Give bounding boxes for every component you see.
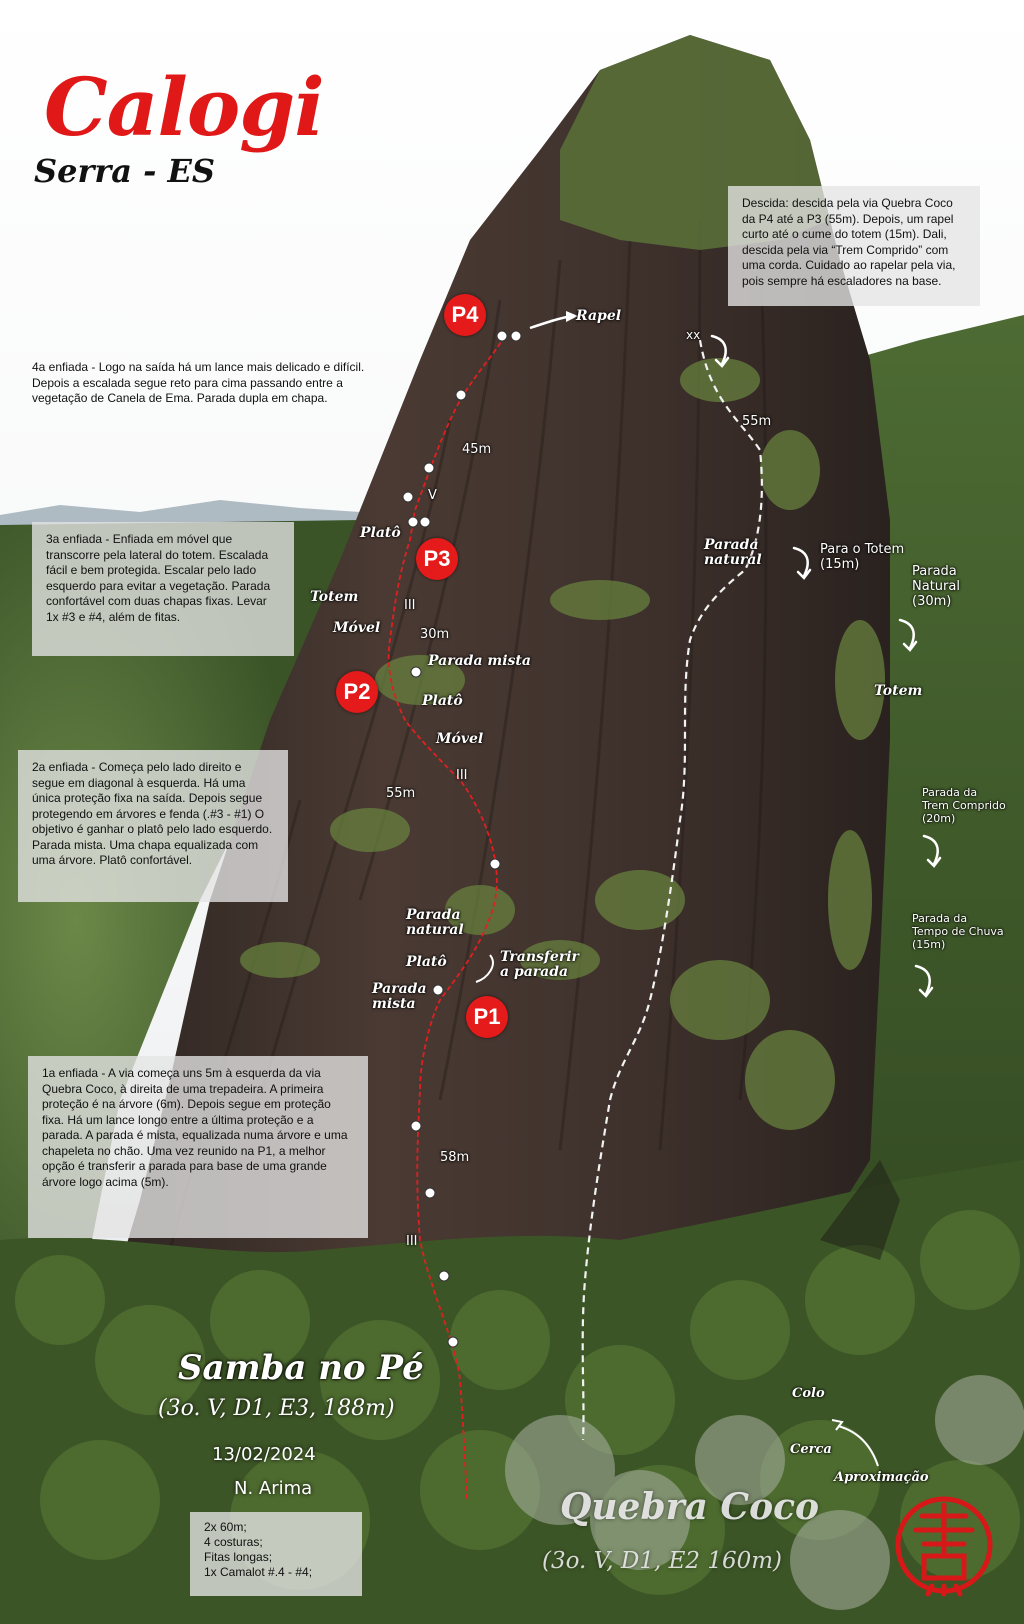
label-totem-right: Totem [874, 683, 923, 699]
pitch-2-description: 2a enfiada - Começa pelo lado direito e … [18, 750, 288, 902]
grade-iii-a: III [404, 598, 416, 613]
pitch-1-description: 1a enfiada - A via começa uns 5m à esque… [28, 1056, 368, 1238]
label-parada-natural: Parada natural [406, 908, 464, 938]
grade-iii-b: III [456, 768, 468, 783]
belay-p4-badge: P4 [444, 294, 486, 336]
descent-info-box: Descida: descida pela via Quebra Coco da… [728, 186, 980, 306]
gear-item: 1x Camalot #.4 - #4; [204, 1565, 313, 1579]
label-parada-natural-30m-line3: (30m) [912, 594, 952, 609]
gear-item: 4 costuras; [204, 1535, 263, 1549]
gear-item: 2x 60m; [204, 1520, 247, 1534]
label-parada-natural-30m-line1: Parada [912, 564, 957, 579]
route-grade: (3o. V, D1, E3, 188m) [158, 1396, 395, 1421]
distance-55m: 55m [386, 786, 416, 801]
label-parada-tempo-de-chuva: Parada da Tempo de Chuva (15m) [912, 912, 1004, 951]
label-parada-natural-line2: natural [406, 922, 464, 938]
label-parada-mista-line1: Parada [372, 981, 427, 997]
belay-p1-badge: P1 [466, 996, 508, 1038]
label-colo: Colo [792, 1386, 825, 1401]
belay-p3-badge: P3 [416, 538, 458, 580]
label-cerca: Cerca [790, 1442, 832, 1457]
distance-55m-descent: 55m [742, 414, 772, 429]
label-totem: Totem [310, 589, 359, 605]
gear-item: Fitas longas; [204, 1550, 273, 1564]
label-trem-line2: Trem Comprido [922, 799, 1006, 812]
label-plato-low: Platô [406, 954, 447, 970]
label-plato-top: Platô [360, 525, 401, 541]
label-plato-mid: Platô [422, 693, 463, 709]
label-aproximacao: Aproximação [834, 1470, 929, 1485]
page-subtitle: Serra - ES [34, 152, 215, 190]
label-transferir-parada: Transferir a parada [500, 950, 579, 980]
grade-v: V [428, 488, 437, 503]
grade-iii-c: III [406, 1234, 418, 1249]
label-trem-line1: Parada da [922, 786, 978, 799]
belay-p2-badge: P2 [336, 671, 378, 713]
label-parada-natural-line1: Parada [406, 907, 461, 923]
label-parada-trem-comprido: Parada da Trem Comprido (20m) [922, 786, 1006, 825]
label-para-o-totem-line2: (15m) [820, 557, 860, 572]
label-chuva-line1: Parada da [912, 912, 968, 925]
label-chuva-line3: (15m) [912, 938, 946, 951]
seal-stamp [895, 1496, 993, 1597]
label-parada-natural-30m-line2: Natural [912, 579, 960, 594]
label-parada-natural-30m: Parada Natural (30m) [912, 564, 960, 609]
label-movel: Móvel [333, 620, 381, 636]
mark-xx: xx [686, 328, 701, 342]
label-parada-natural-right-line2: natural [704, 552, 762, 568]
quebra-coco-grade: (3o. V, D1, E2 160m) [542, 1548, 782, 1574]
label-parada-natural-right: Parada natural [704, 538, 762, 568]
quebra-coco-name: Quebra Coco [560, 1486, 820, 1528]
route-name: Samba no Pé [178, 1348, 424, 1388]
page-title: Calogi [44, 60, 325, 154]
label-parada-mista-low: Parada mista [372, 982, 427, 1012]
pitch-4-description: 4a enfiada - Logo na saída há um lance m… [32, 360, 365, 405]
pitch-3-description: 3a enfiada - Enfiada em móvel que transc… [32, 522, 294, 656]
label-para-o-totem-line1: Para o Totem [820, 542, 905, 557]
label-transferir-line1: Transferir [500, 949, 579, 965]
label-rapel: Rapel [576, 308, 622, 324]
route-date: 13/02/2024 [212, 1444, 316, 1465]
label-transferir-line2: a parada [500, 964, 569, 980]
distance-45m: 45m [462, 442, 492, 457]
distance-58m: 58m [440, 1150, 470, 1165]
label-parada-mista-mid: Parada mista [428, 653, 531, 669]
label-trem-line3: (20m) [922, 812, 956, 825]
label-parada-mista-line2: mista [372, 996, 416, 1012]
route-author: N. Arima [234, 1478, 313, 1499]
gear-list: 2x 60m; 4 costuras; Fitas longas; 1x Cam… [190, 1512, 362, 1596]
distance-30m: 30m [420, 627, 450, 642]
label-para-o-totem: Para o Totem (15m) [820, 542, 904, 572]
label-chuva-line2: Tempo de Chuva [912, 925, 1004, 938]
label-parada-natural-right-line1: Parada [704, 537, 759, 553]
label-movel-mid: Móvel [436, 731, 484, 747]
